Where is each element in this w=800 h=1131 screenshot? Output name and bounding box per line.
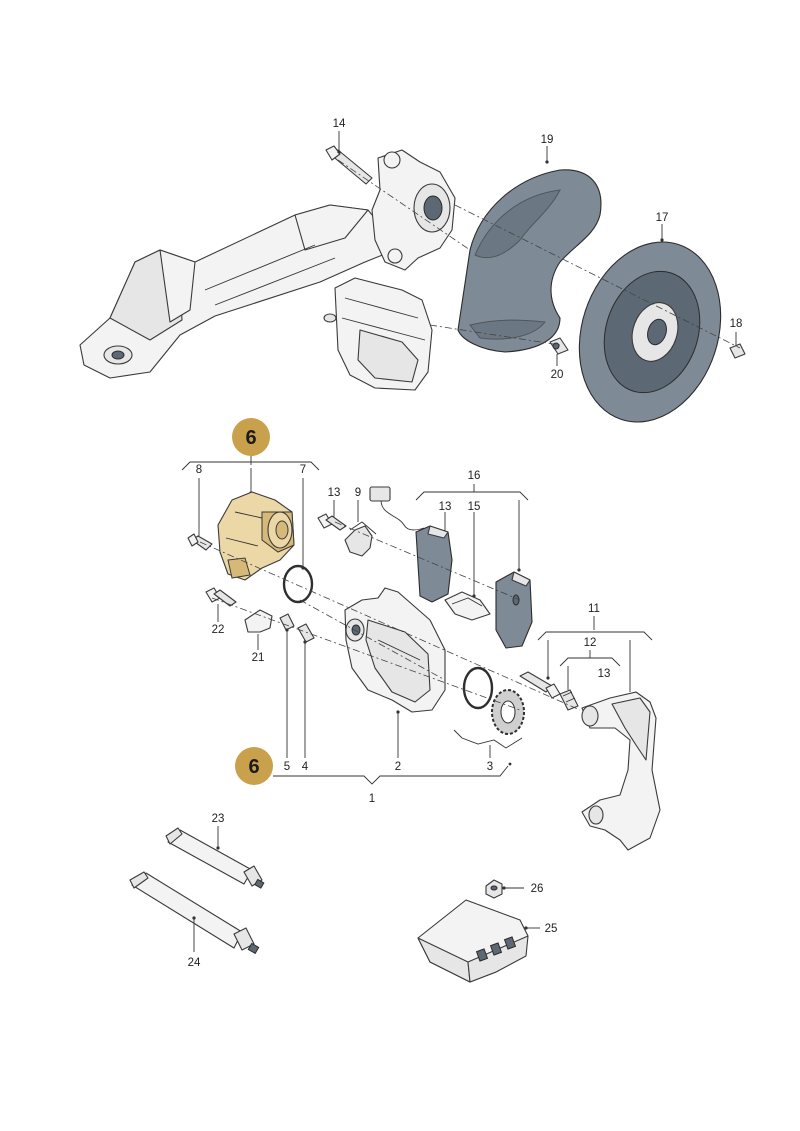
callout-24: 24 [188,957,201,969]
brake-disc-17 [578,241,722,423]
bolt-20 [549,337,569,355]
dust-cap-4 [297,623,315,643]
o-ring-7 [282,564,314,604]
callout-16: 16 [468,470,481,482]
callout-17: 17 [656,212,669,224]
callout-8: 8 [196,464,202,476]
caliper-housing-2 [344,587,446,713]
grease-tube-23 [165,827,265,889]
callout-23: 23 [212,813,225,825]
bolt-14 [325,145,373,185]
callout-26: 26 [531,883,544,895]
callout-13-bolt: 13 [328,487,341,499]
callout-21: 21 [252,652,265,664]
svg-text:6: 6 [245,427,256,449]
badge-6-top: 6 [232,418,270,456]
callout-13-pin: 13 [598,668,611,680]
callout-5: 5 [284,761,290,773]
top-brake-caliper [323,277,433,391]
control-unit-25 [417,899,529,983]
bleeder-5 [279,613,295,631]
wheel-carrier [371,149,456,271]
brake-pad-right [495,571,533,649]
svg-text:6: 6 [248,756,259,778]
caliper-carrier [581,691,661,851]
piston-seal-3 [462,666,494,710]
nut-26 [485,879,503,899]
callout-18: 18 [730,318,743,330]
callout-12: 12 [584,637,597,649]
retaining-clip-9 [344,521,377,557]
wear-sensor [369,486,425,531]
dust-shield-19 [457,169,602,353]
callout-19: 19 [541,134,554,146]
callout-7: 7 [300,464,306,476]
callout-3: 3 [487,761,493,773]
callout-4: 4 [302,761,309,773]
callout-25: 25 [545,923,558,935]
guide-pin-boot [559,689,579,711]
bolt-18 [729,343,746,359]
cable-bracket-21 [244,609,273,633]
dust-boot-3 [491,689,525,735]
callout-22: 22 [212,624,225,636]
badge-6-bottom: 6 [235,747,273,785]
guide-bolt-13 [519,671,561,699]
callout-2: 2 [395,761,401,773]
callout-13-pad: 13 [439,501,452,513]
callout-14: 14 [333,118,346,130]
callout-11: 11 [588,603,600,615]
bolt-22 [205,587,237,607]
callout-20: 20 [551,369,564,381]
callout-15: 15 [468,501,481,513]
grease-tube-24 [129,871,260,955]
callout-1: 1 [369,793,375,805]
pad-spring-15 [444,591,491,621]
bolt-13 [317,513,347,531]
callout-9: 9 [355,487,361,499]
trailing-arm [79,204,396,379]
